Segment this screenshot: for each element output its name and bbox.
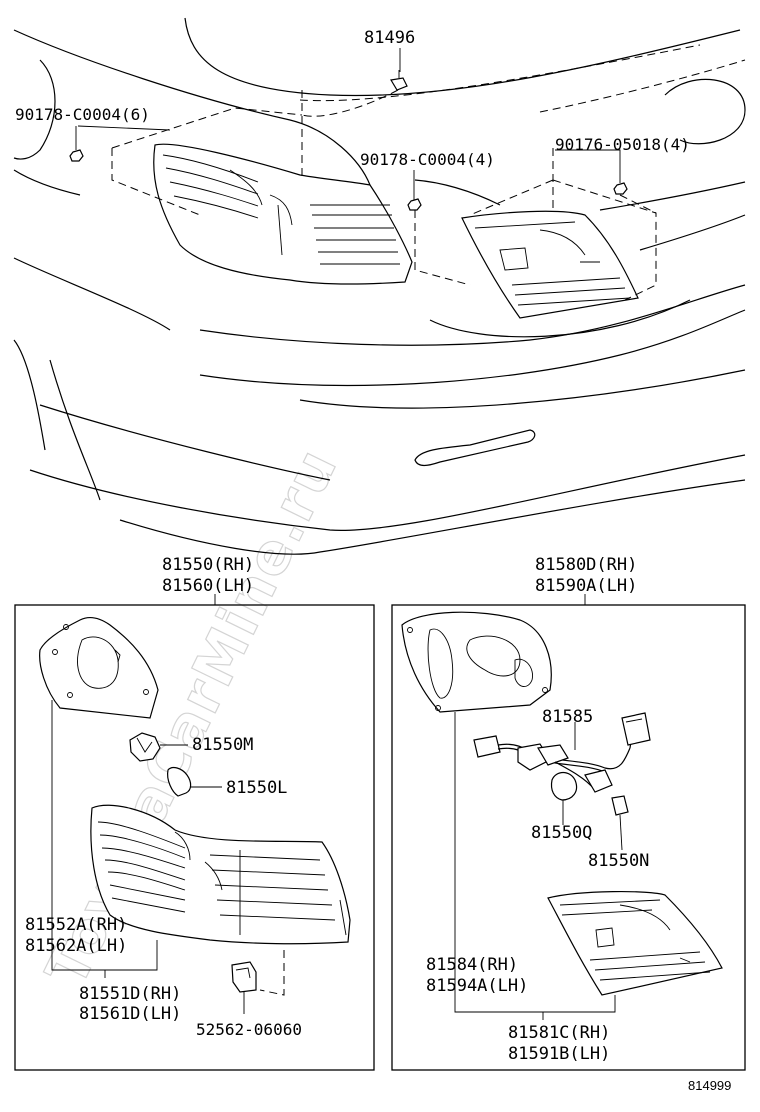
label-90178-c0004-4: 90178-C0004(4) [360, 150, 495, 169]
label-81550n: 81550N [588, 851, 649, 871]
nut-icon-right [613, 182, 628, 195]
gasket-right [401, 611, 552, 713]
leaders-top [75, 48, 621, 200]
leaders-left-box [51, 700, 245, 1014]
label-81550l: 81550L [226, 778, 287, 798]
right-detail-box [391, 604, 746, 1071]
inner-lamp-assembly-right [547, 890, 723, 996]
right-header-rh: 81580D(RH) [535, 555, 637, 575]
label-81594a-lh: 81594A(LH) [426, 976, 528, 996]
label-81584-rh: 81584(RH) [426, 955, 518, 975]
nut-icon-left [69, 149, 84, 162]
socket-icon-81550m [129, 732, 188, 762]
fasteners-top [69, 70, 628, 211]
label-81591b-lh: 81591B(LH) [508, 1044, 610, 1064]
vehicle-rear-illustration [13, 17, 746, 555]
clip-icon-52562 [231, 950, 285, 996]
outer-tail-lamp-top [153, 143, 413, 285]
label-81552a-rh: 81552A(RH) [25, 915, 127, 935]
label-81550q: 81550Q [531, 823, 592, 843]
bulb-icon-81550n [611, 795, 629, 851]
outer-lamp-assembly-left [90, 804, 351, 945]
right-header-lh: 81590A(LH) [535, 576, 637, 596]
left-header-rh: 81550(RH) [162, 555, 254, 575]
label-90178-c0004-6: 90178-C0004(6) [15, 105, 150, 124]
left-header-lh: 81560(LH) [162, 576, 254, 596]
leaders-right-box [454, 712, 616, 1020]
mounting-lines-top [111, 89, 657, 301]
label-81585: 81585 [542, 707, 593, 727]
left-detail-box [14, 604, 375, 1071]
label-81551d-rh: 81551D(RH) [79, 984, 181, 1004]
label-81561d-lh: 81561D(LH) [79, 1004, 181, 1024]
bulb-icon-81550q [550, 771, 578, 825]
gasket-left [39, 616, 159, 719]
label-81496: 81496 [364, 28, 415, 48]
bulb-icon-81550l [167, 766, 222, 797]
label-90176-05018-4: 90176-05018(4) [555, 135, 690, 154]
label-81562a-lh: 81562A(LH) [25, 936, 127, 956]
wire-harness-81585 [473, 712, 651, 793]
label-81550m: 81550M [192, 735, 253, 755]
label-52562-06060: 52562-06060 [196, 1020, 302, 1039]
inner-tail-lamp-top [461, 210, 639, 319]
figure-reference-number: 814999 [688, 1078, 731, 1093]
clip-icon-81496 [390, 70, 408, 91]
nut-icon-center [407, 198, 422, 211]
label-81581c-rh: 81581C(RH) [508, 1023, 610, 1043]
